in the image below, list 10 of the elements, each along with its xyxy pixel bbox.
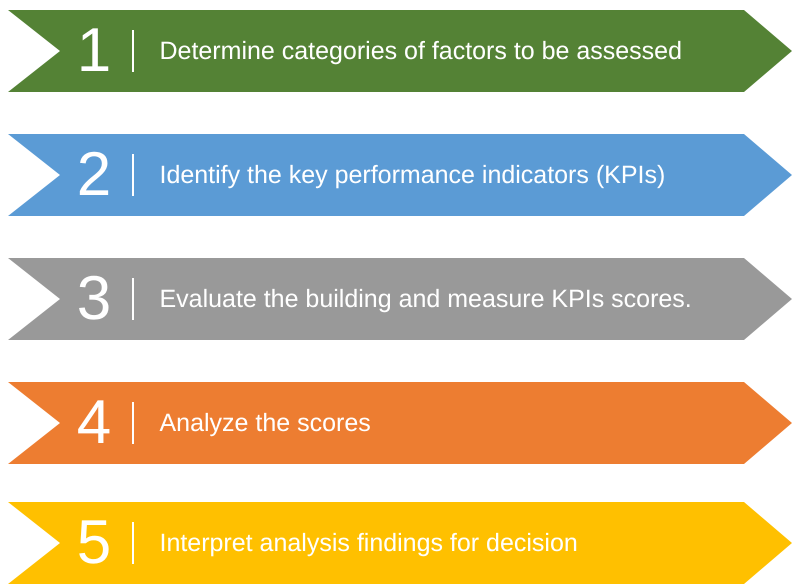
step-text: Identify the key performance indicators (KPIs) (160, 160, 666, 190)
step-text: Analyze the scores (160, 408, 371, 438)
step-number: 1 (76, 20, 112, 82)
step-text: Determine categories of factors to be assessed (160, 36, 682, 66)
step-text: Evaluate the building and measure KPIs scores. (160, 284, 692, 314)
step-number: 2 (76, 144, 112, 206)
step-number: 5 (76, 512, 112, 574)
step-number: 4 (76, 392, 112, 454)
step-number: 3 (76, 268, 112, 330)
step-text: Interpret analysis findings for decision (160, 528, 578, 558)
